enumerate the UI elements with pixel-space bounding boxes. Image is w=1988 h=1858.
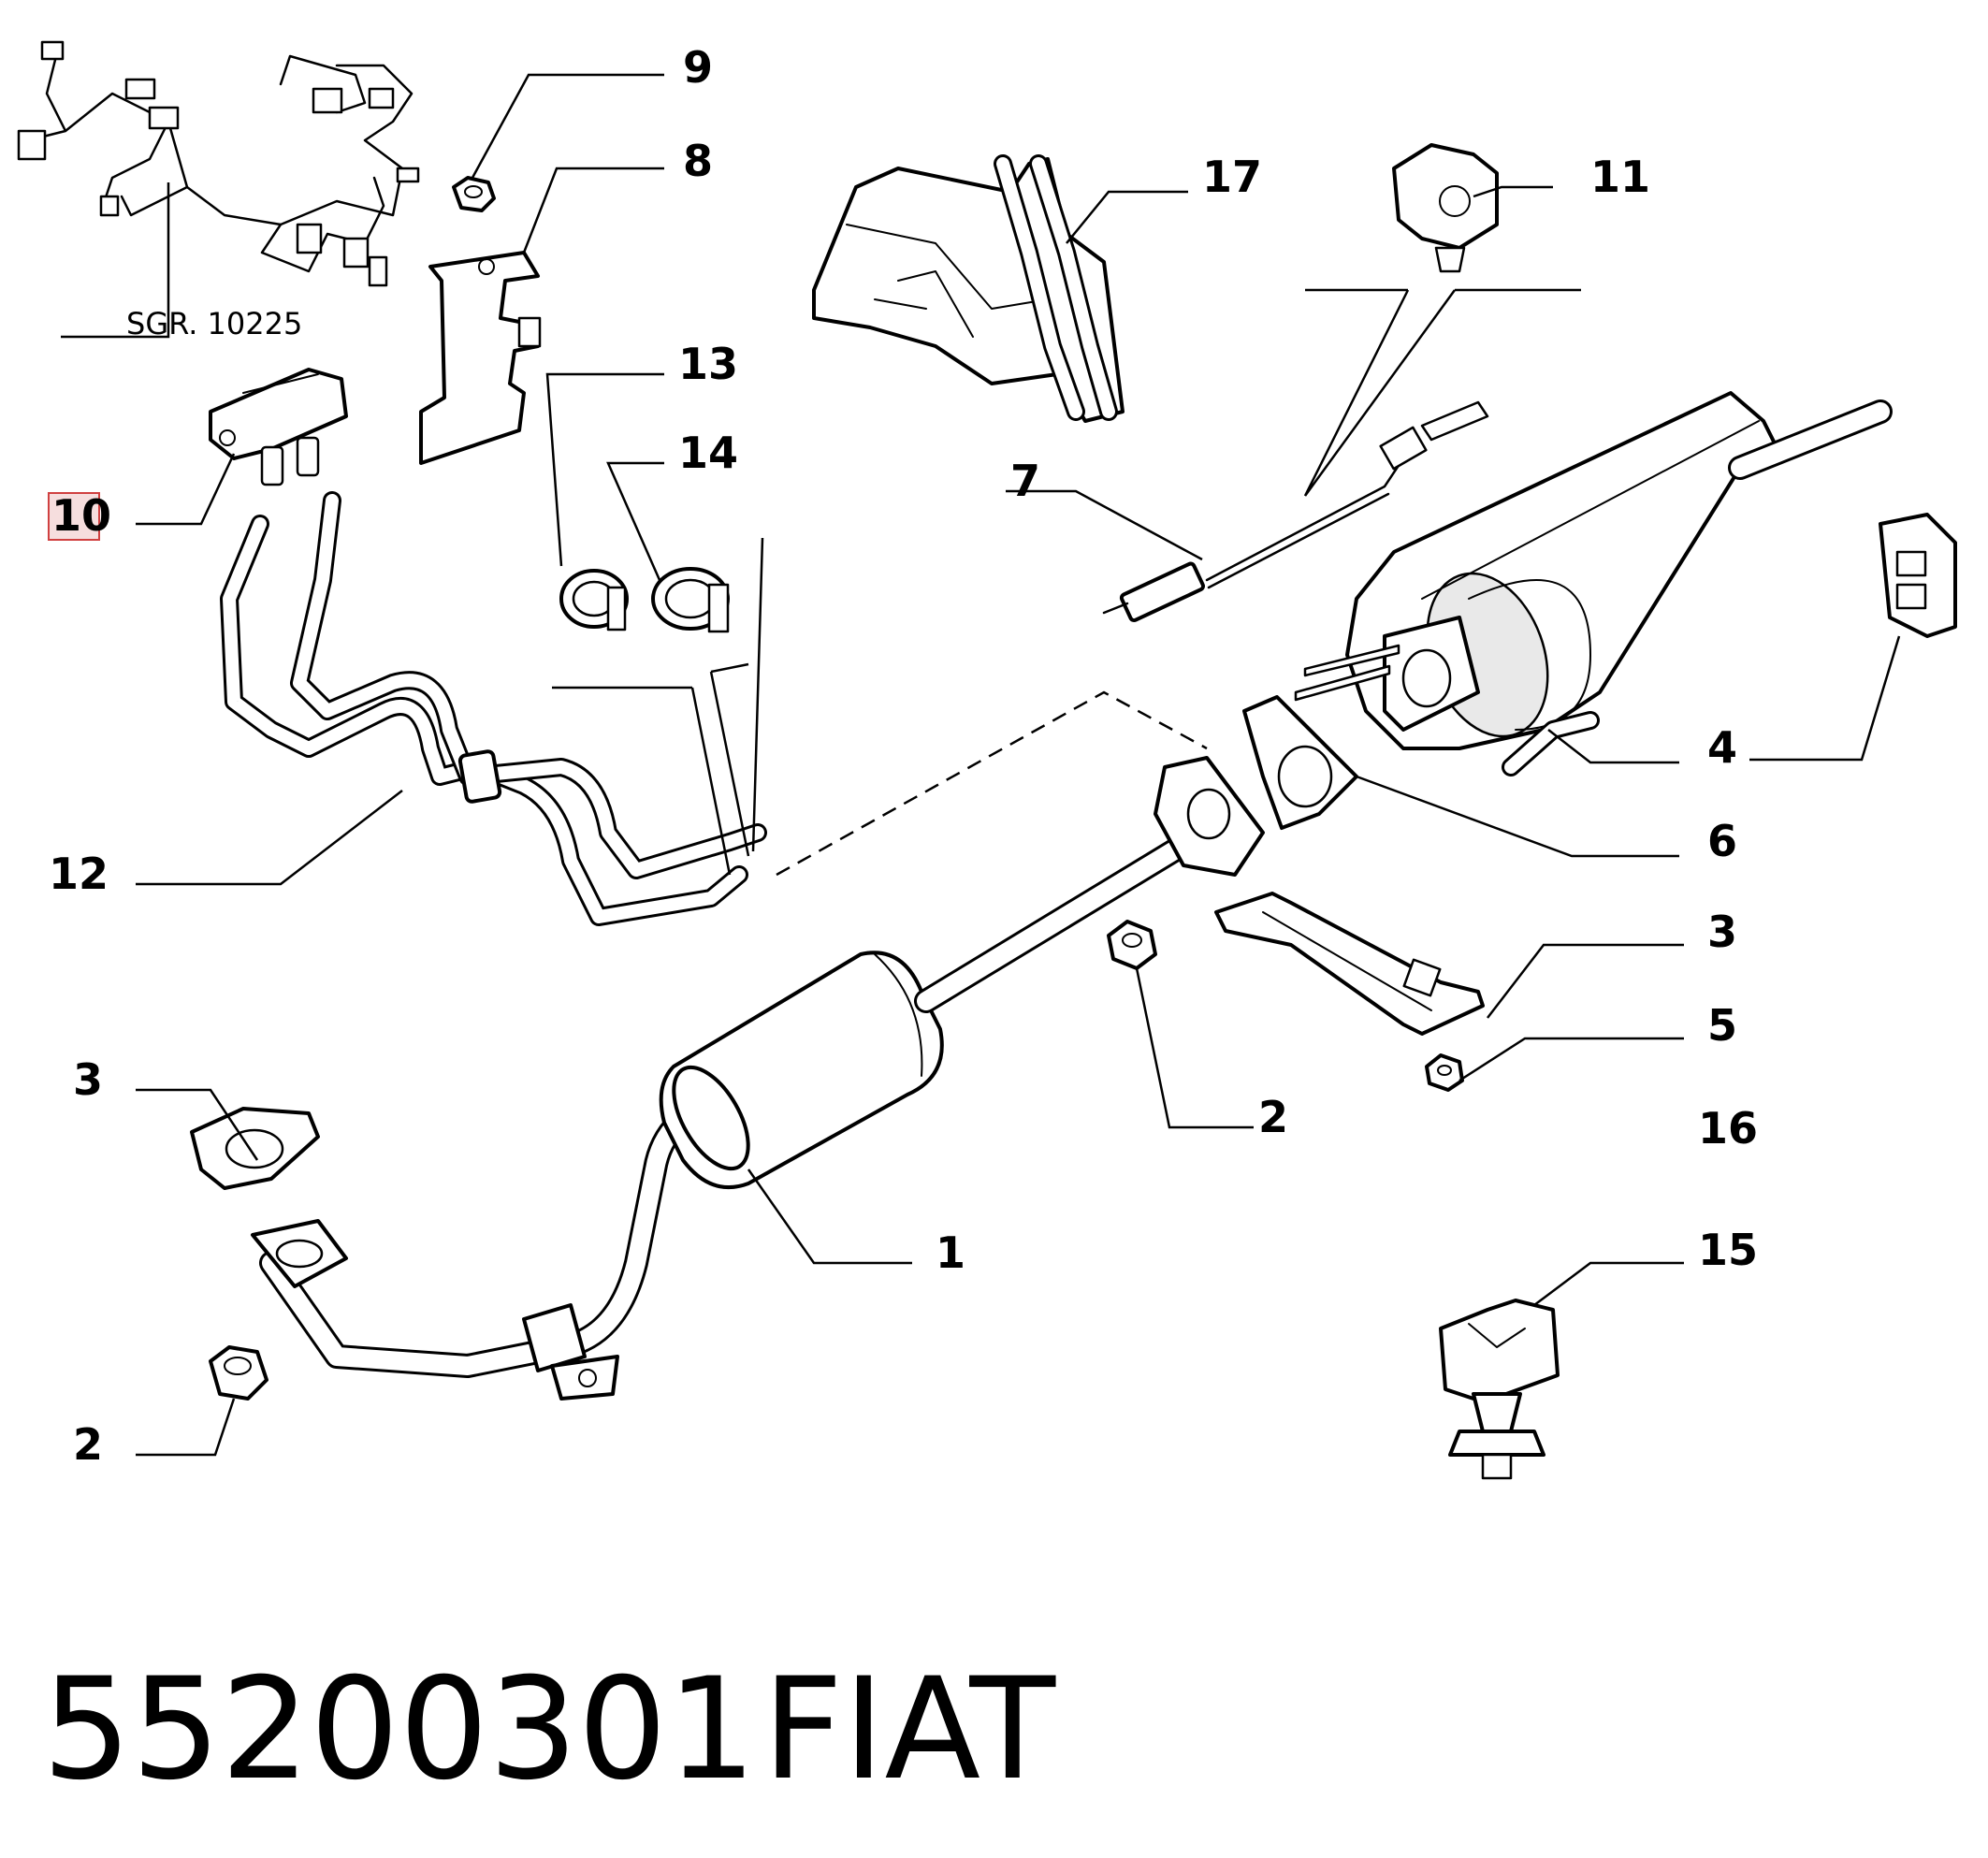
bracket-8 [419, 251, 542, 465]
callout-2-left: 2 [73, 1419, 103, 1470]
harness-reference: SGR. 10225 [126, 306, 302, 341]
callout-3-upper: 3 [1707, 907, 1737, 957]
clip-11 [1392, 143, 1499, 273]
callout-1: 1 [936, 1227, 965, 1278]
nut-2-left [209, 1345, 268, 1401]
nut-2-right [1107, 920, 1157, 970]
callout-16: 16 [1698, 1103, 1758, 1154]
front-pipe [251, 756, 1265, 1401]
hose-clamp-13 [559, 569, 629, 631]
nut-9 [452, 176, 496, 212]
gasket-3-upper [1242, 695, 1358, 830]
callout-4: 4 [1707, 722, 1737, 773]
leader-lines [61, 73, 1901, 1457]
callout-6: 6 [1707, 816, 1737, 866]
callout-13: 13 [678, 339, 738, 389]
callout-3-lower: 3 [73, 1054, 103, 1105]
temperature-sensor-7 [1102, 400, 1489, 623]
callout-2-right: 2 [1258, 1092, 1288, 1142]
nut-16 [1425, 1053, 1464, 1092]
hose-clamp-14 [651, 567, 730, 633]
callout-12: 12 [49, 849, 109, 899]
twin-hose-assembly [220, 491, 767, 926]
bracket-5 [1214, 892, 1485, 1036]
brand-name: FIAT [762, 1648, 1056, 1811]
callout-10: 10 [51, 490, 111, 541]
callout-17: 17 [1202, 152, 1262, 202]
callout-8: 8 [683, 136, 713, 186]
callout-7: 7 [1010, 456, 1040, 506]
highlight-box-10 [48, 492, 100, 541]
dpf-catalyst [1294, 391, 1893, 777]
callout-15: 15 [1698, 1225, 1758, 1275]
callout-14: 14 [678, 428, 738, 478]
callout-11: 11 [1590, 152, 1650, 202]
heat-shield-17 [812, 154, 1125, 423]
pressure-sensor [209, 368, 348, 486]
callout-9: 9 [683, 42, 713, 93]
part-number: 55200301 [42, 1648, 756, 1811]
hanger-clamp-15 [1439, 1299, 1560, 1480]
gasket-3-lower [190, 1107, 320, 1190]
wiring-harness [17, 40, 420, 287]
rubber-mount-4 [1879, 513, 1957, 638]
callout-5: 5 [1707, 1000, 1737, 1051]
